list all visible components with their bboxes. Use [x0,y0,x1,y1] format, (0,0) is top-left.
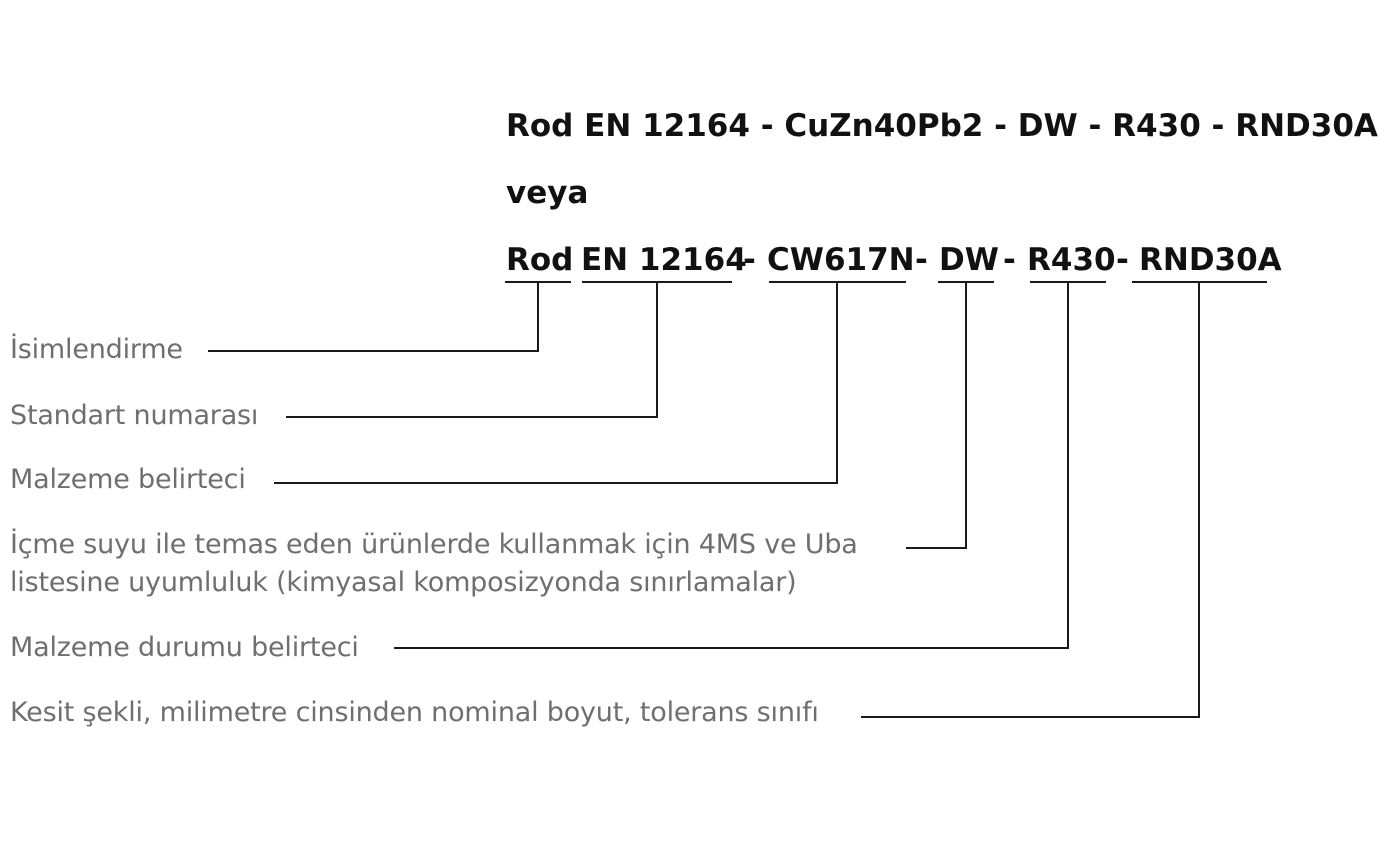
alternative-designation: Rod EN 12164 - CuZn40Pb2 - DW - R430 - R… [506,108,1378,144]
segment-dash: - [915,242,928,278]
leader-standard-number [286,282,658,418]
leader-material [274,282,838,484]
leader-naming [208,282,539,352]
segment-drinking-water: DW [939,242,999,278]
label-naming: İsimlendirme [10,331,183,369]
segment-rod: Rod [506,242,574,278]
label-text: listesine uyumluluk (kimyasal komposizyo… [10,567,797,598]
segment-condition: R430 [1027,242,1116,278]
or-word: veya [506,175,589,211]
segment-dash: - [743,242,756,278]
segment-dash: - [1003,242,1016,278]
segment-shape: RND30A [1139,242,1282,278]
label-text: İsimlendirme [10,334,183,365]
label-text: Malzeme belirteci [10,464,246,495]
label-standard-number: Standart numarası [10,397,258,435]
leader-cross-section [861,282,1200,718]
connector-lines [208,281,1267,718]
label-text: Malzeme durumu belirteci [10,632,359,663]
segment-dash: - [1116,242,1129,278]
leader-drinking-water [906,282,967,549]
label-text: İçme suyu ile temas eden ürünlerde kulla… [10,529,858,560]
label-material-condition: Malzeme durumu belirteci [10,629,359,667]
label-material-designation: Malzeme belirteci [10,461,246,499]
label-cross-section: Kesit şekli, milimetre cinsinden nominal… [10,694,819,732]
segment-standard: EN 12164 [581,242,747,278]
segment-material: CW617N [767,242,915,278]
label-drinking-water: İçme suyu ile temas eden ürünlerde kulla… [10,526,858,602]
label-text: Kesit şekli, milimetre cinsinden nominal… [10,697,819,728]
label-text: Standart numarası [10,400,259,431]
leader-material-condition [394,282,1069,649]
